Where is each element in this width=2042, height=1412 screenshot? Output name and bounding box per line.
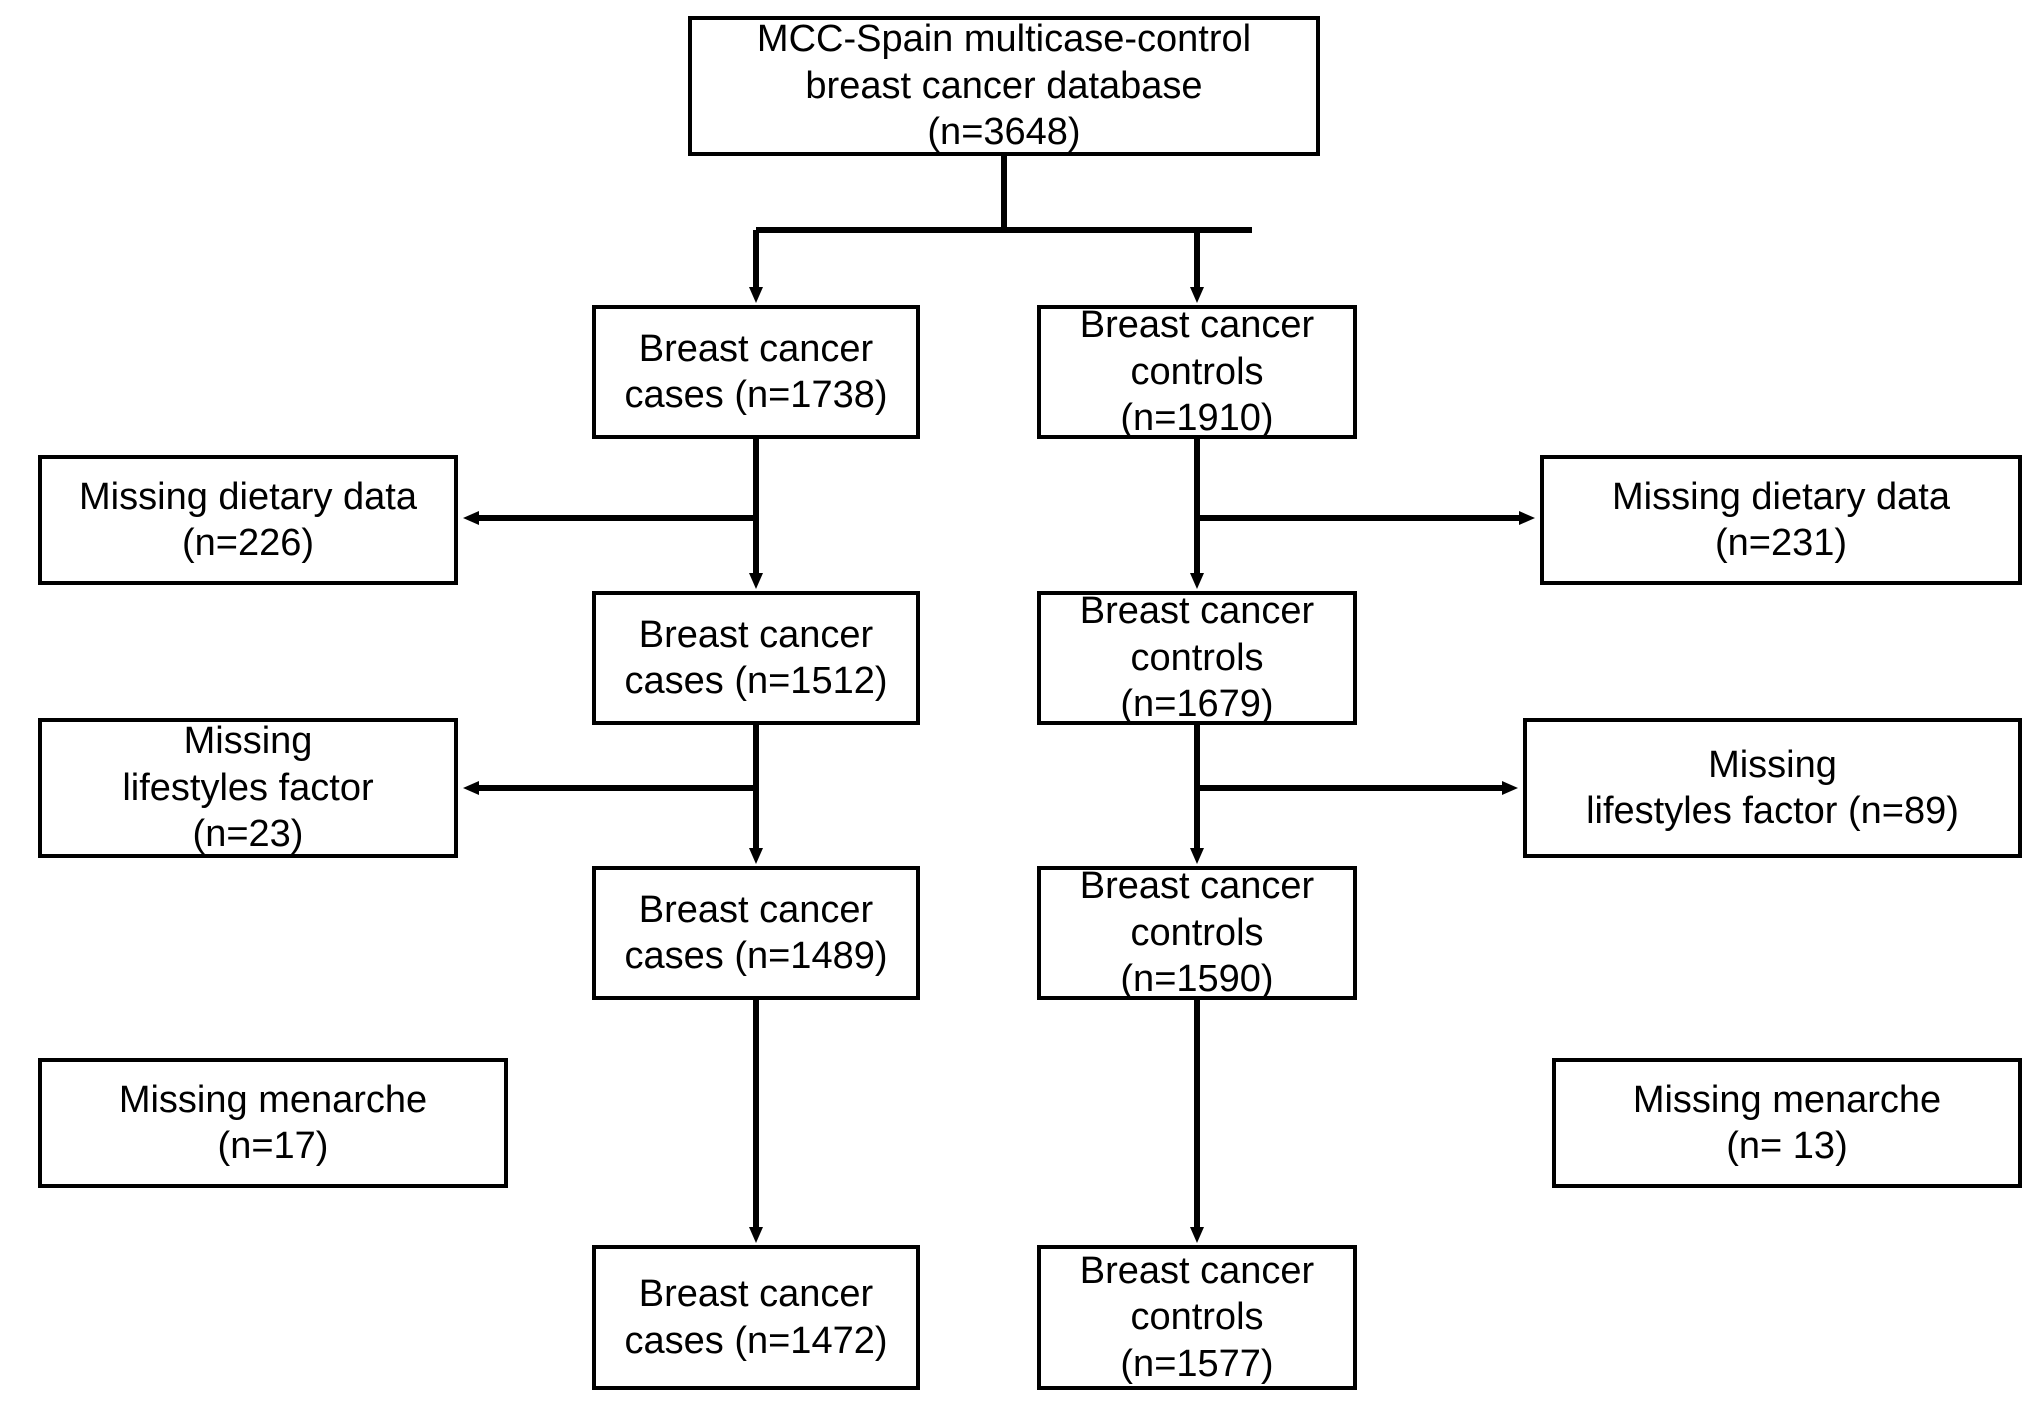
edge-source-split [749,156,1252,303]
node-controls-level2: Breast cancer controls (n=1679) [1037,590,1357,726]
node-exclusion-lifestyles-controls-label: Missing lifestyles factor (n=89) [1586,743,1959,832]
node-exclusion-menarche-controls-label: Missing menarche (n= 13) [1632,1078,1942,1167]
node-controls-final-label: Breast cancer controls (n=1577) [1079,1249,1315,1385]
node-exclusion-menarche-cases: Missing menarche (n=17) [38,1058,508,1188]
node-cases-level1-label: Breast cancer cases (n=1738) [624,327,888,416]
node-controls-level1: Breast cancer controls (n=1910) [1037,304,1357,440]
node-controls-level3-label: Breast cancer controls (n=1590) [1079,865,1315,1001]
node-exclusion-dietary-controls: Missing dietary data (n=231) [1540,455,2022,585]
node-exclusion-menarche-cases-label: Missing menarche (n=17) [118,1078,428,1167]
node-cases-level3-label: Breast cancer cases (n=1489) [624,888,888,977]
node-controls-level2-label: Breast cancer controls (n=1679) [1079,590,1315,726]
node-source-database: MCC-Spain multicase-control breast cance… [688,16,1320,156]
node-cases-level3: Breast cancer cases (n=1489) [592,866,920,1000]
node-cases-level1: Breast cancer cases (n=1738) [592,305,920,439]
node-exclusion-dietary-cases-label: Missing dietary data (n=226) [79,475,417,564]
node-exclusion-dietary-cases: Missing dietary data (n=226) [38,455,458,585]
node-cases-level2-label: Breast cancer cases (n=1512) [624,613,888,702]
node-exclusion-dietary-controls-label: Missing dietary data (n=231) [1612,475,1950,564]
node-source-database-label: MCC-Spain multicase-control breast cance… [756,18,1252,154]
node-exclusion-lifestyles-controls: Missing lifestyles factor (n=89) [1523,718,2022,858]
node-exclusion-lifestyles-cases-label: Missing lifestyles factor (n=23) [122,720,374,856]
node-cases-final: Breast cancer cases (n=1472) [592,1245,920,1390]
node-controls-final: Breast cancer controls (n=1577) [1037,1245,1357,1390]
node-cases-level2: Breast cancer cases (n=1512) [592,591,920,725]
node-exclusion-menarche-controls: Missing menarche (n= 13) [1552,1058,2022,1188]
node-controls-level3: Breast cancer controls (n=1590) [1037,865,1357,1001]
node-cases-final-label: Breast cancer cases (n=1472) [624,1273,888,1362]
node-exclusion-lifestyles-cases: Missing lifestyles factor (n=23) [38,718,458,858]
node-controls-level1-label: Breast cancer controls (n=1910) [1079,304,1315,440]
